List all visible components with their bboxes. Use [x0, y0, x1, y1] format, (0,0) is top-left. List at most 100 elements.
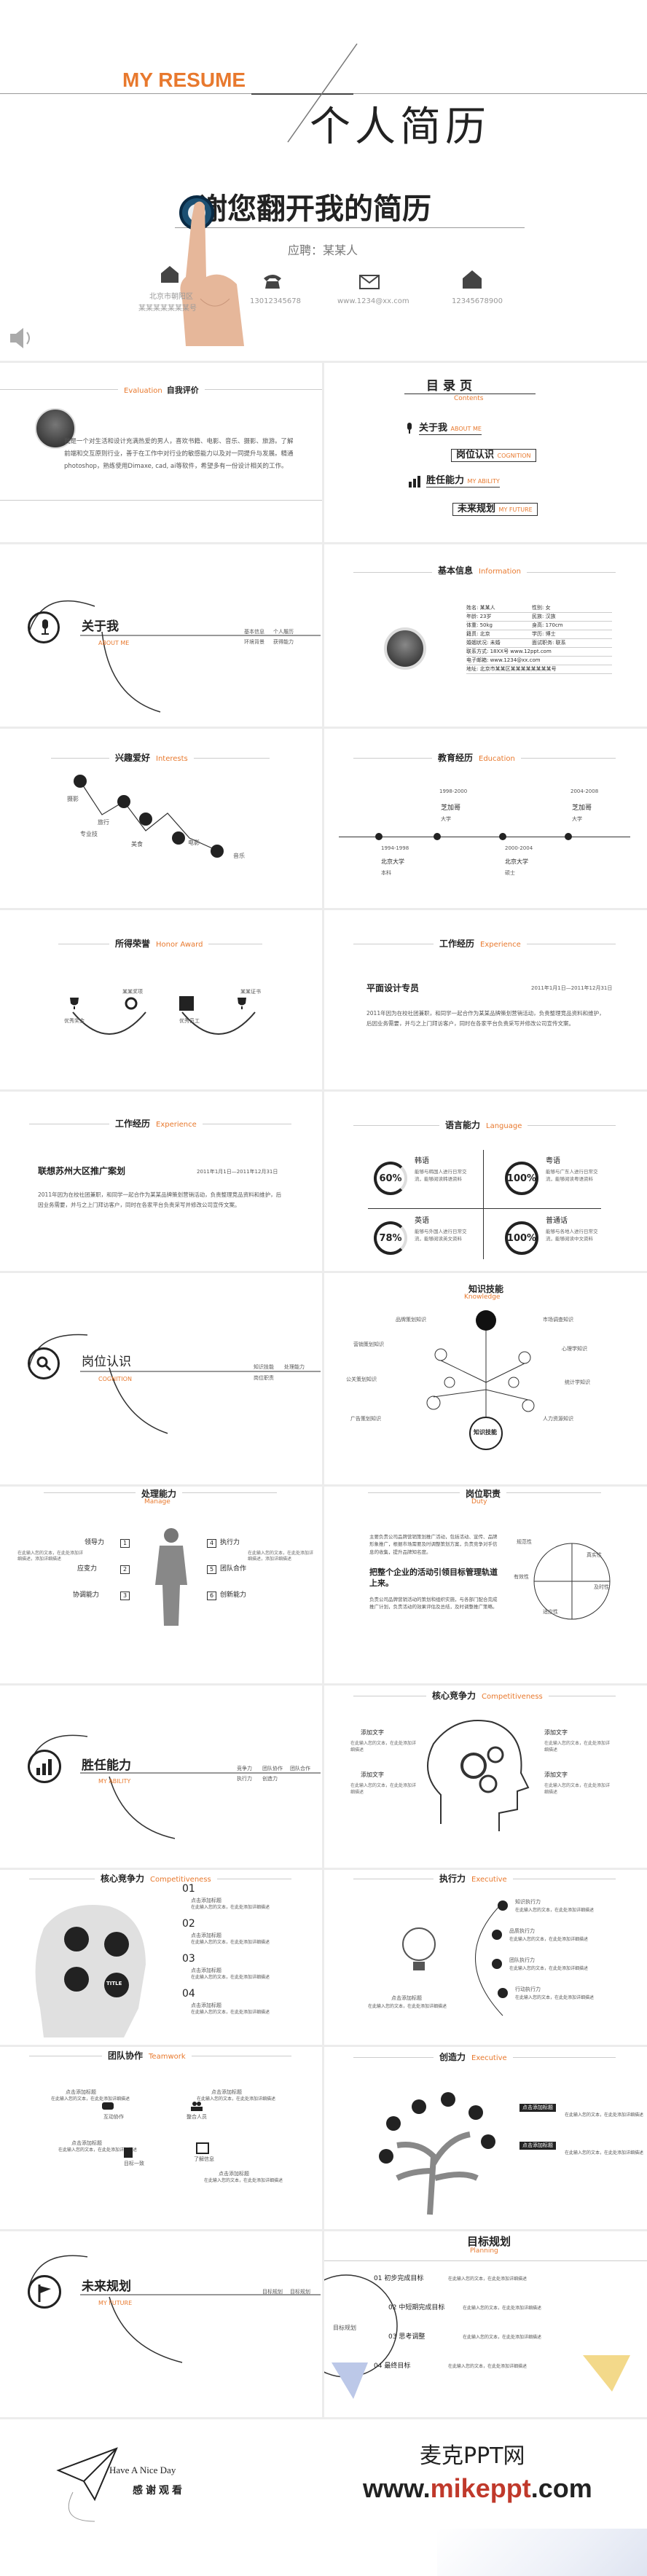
honors-arcs — [72, 996, 256, 1035]
edu-bottom-2-years: 2000-2004 — [505, 845, 533, 851]
contents-slide: 目录页 Contents 关于我 ABOUT ME 岗位认识 COGNITION… — [324, 363, 647, 542]
ability-link-3[interactable]: 执行力 — [237, 1776, 252, 1782]
hobby-music: 音乐 — [233, 853, 245, 859]
knowledge-item-5: 市场调查知识 — [543, 1317, 573, 1323]
about-title: 关于我 — [82, 619, 119, 634]
goal-1: 01 初步完成目标 — [374, 2275, 424, 2282]
lang-cantonese-ring: 100% — [505, 1162, 538, 1195]
ability-link-5[interactable]: 团队合作 — [290, 1766, 310, 1772]
knowledge-item-7: 统计学知识 — [565, 1379, 590, 1385]
cognition-link-knowledge[interactable]: 知识技能 — [254, 1364, 274, 1370]
speaker-icon[interactable] — [7, 325, 36, 351]
home-icon — [159, 264, 181, 284]
comp-item-1: 添加文字 — [361, 1729, 384, 1736]
lang-mandarin: 普通话 — [546, 1217, 568, 1225]
contents-title-en: Contents — [454, 395, 484, 402]
goal-4-desc: 在此输入您的文本，在此处添加详细描述 — [448, 2364, 528, 2369]
bar-chart-icon — [409, 476, 422, 488]
about-link-gain[interactable]: 获得能力 — [273, 639, 294, 645]
future-slide: 未来规划 MY FUTURE 目标规划 目标规划 — [0, 2231, 322, 2417]
ability-link-2[interactable]: 团队协作 — [262, 1766, 283, 1772]
step-01: 01 — [182, 1883, 195, 1895]
mgmt-num-4: 4 — [207, 1539, 217, 1548]
future-link-1[interactable]: 目标规划 — [262, 2289, 283, 2295]
contents-item-about[interactable]: 关于我 ABOUT ME — [419, 423, 482, 436]
about-link-history[interactable]: 个人履历 — [273, 629, 294, 635]
edu-bottom-2-level: 硕士 — [505, 870, 515, 876]
lightbulb-icon — [402, 1927, 436, 1970]
cognition-link-duty[interactable]: 岗位职责 — [254, 1375, 274, 1381]
bar-chart-icon — [28, 1750, 61, 1783]
lang-english: 英语 — [415, 1217, 429, 1225]
about-link-info[interactable]: 基本信息 — [244, 629, 264, 635]
work2-period: 2011年1月1日—2011年12月31日 — [197, 1169, 278, 1175]
mgmt-num-5: 5 — [207, 1565, 217, 1574]
step-04: 04 — [182, 1988, 195, 2000]
mgmt-num-3: 3 — [120, 1592, 130, 1600]
goal-2: 02 中短期完成目标 — [388, 2304, 445, 2311]
applicant-label: 应聘：某某人 — [288, 243, 358, 257]
mgmt-desc-right: 在此输入您的文本，在此处添加详细描述，添加详细描述 — [248, 1551, 314, 1562]
search-icon — [28, 1347, 60, 1379]
knowledge-tree — [426, 1310, 535, 1450]
edu-top-2-years: 2004-2008 — [570, 788, 599, 794]
edu-bottom-1-level: 本科 — [381, 870, 391, 876]
knowledge-slide: 知识技能 Knowledge 知识技能 品牌策划知识 营销策划知识 公关策划知识… — [324, 1273, 647, 1484]
about-link-background[interactable]: 环境背景 — [244, 639, 264, 645]
pointing-hand-image — [179, 195, 244, 346]
closing-slide: Have A Nice Day 感谢观看 麦克PPT网 www.mikeppt.… — [0, 2419, 647, 2576]
team-title-1: 点击添加标题 — [66, 2089, 96, 2095]
brand-url[interactable]: www.mikeppt.com — [363, 2473, 592, 2503]
knowledge-center: 知识技能 — [474, 1429, 497, 1436]
contents-item-ability[interactable]: 胜任能力 MY ABILITY — [426, 475, 500, 488]
team-title-3: 点击添加标题 — [71, 2140, 102, 2146]
knowledge-tag: 知识技能 — [463, 1282, 510, 1296]
people-icon — [191, 2101, 203, 2111]
mgmt-num-2: 2 — [120, 1565, 130, 1574]
medal-icon — [124, 996, 138, 1011]
cover-title: 个人简历 — [310, 103, 490, 151]
knowledge-item-3: 公关策划知识 — [346, 1377, 377, 1382]
contact-email: www.1234@xx.com — [337, 297, 409, 305]
edu-bottom-1-school: 北京大学 — [381, 858, 404, 865]
microphone-icon — [404, 423, 415, 434]
edu-top-2-school: 芝加哥 — [572, 804, 592, 812]
cognition-link-handle[interactable]: 处理能力 — [284, 1364, 305, 1370]
resume-en-title: MY RESUME — [122, 68, 246, 91]
hobbies-zigzag — [74, 775, 224, 858]
edu-top-1-school: 芝加哥 — [441, 804, 461, 812]
future-link-2[interactable]: 目标规划 — [290, 2289, 310, 2295]
contact-number: 12345678900 — [452, 297, 503, 305]
knowledge-item-1: 品牌策划知识 — [396, 1317, 426, 1323]
goal-4: 04 最终目标 — [374, 2362, 411, 2370]
ability-link-1[interactable]: 竞争力 — [237, 1766, 252, 1772]
cognition-slide: 岗位认识 COGNITION 知识技能 处理能力 岗位职责 — [0, 1273, 322, 1484]
duty-text-2: 负责公司品牌营销活动的策划和组织实施，与各部门配合完成推广计划，负责活动的效果评… — [369, 1597, 498, 1610]
team-item-2: 整合人员 — [187, 2114, 207, 2120]
team-item-1: 互动协作 — [103, 2114, 124, 2120]
contents-item-future[interactable]: 未来规划 MY FUTURE — [452, 503, 538, 517]
contents-item-cognition[interactable]: 岗位认识 COGNITION — [451, 449, 536, 463]
honor-3: 优秀员工 — [179, 1018, 200, 1024]
flag-icon — [28, 2275, 61, 2309]
mgmt-right-1: 执行力 — [220, 1539, 240, 1546]
work2-company: 联想苏州大区推广案划 — [38, 1166, 126, 1176]
mail-icon — [359, 275, 380, 289]
comp-item-3: 添加文字 — [544, 1729, 568, 1736]
goals-tag: 目标规划 — [461, 2233, 517, 2250]
goal-3: 03 思考调整 — [388, 2333, 426, 2341]
duty-slide: 岗位职责 Duty 主要负责公司品牌营销策划推广活动，包括活动、宣传、品牌形象推… — [324, 1487, 647, 1683]
exec-item-1-desc: 在此输入您的文本，在此处添加详细描述 — [515, 1908, 595, 1913]
ability-link-4[interactable]: 创造力 — [262, 1776, 278, 1782]
exec-item-4: 行动执行力 — [515, 1986, 541, 1992]
ability-title-en: MY ABILITY — [98, 1778, 131, 1785]
